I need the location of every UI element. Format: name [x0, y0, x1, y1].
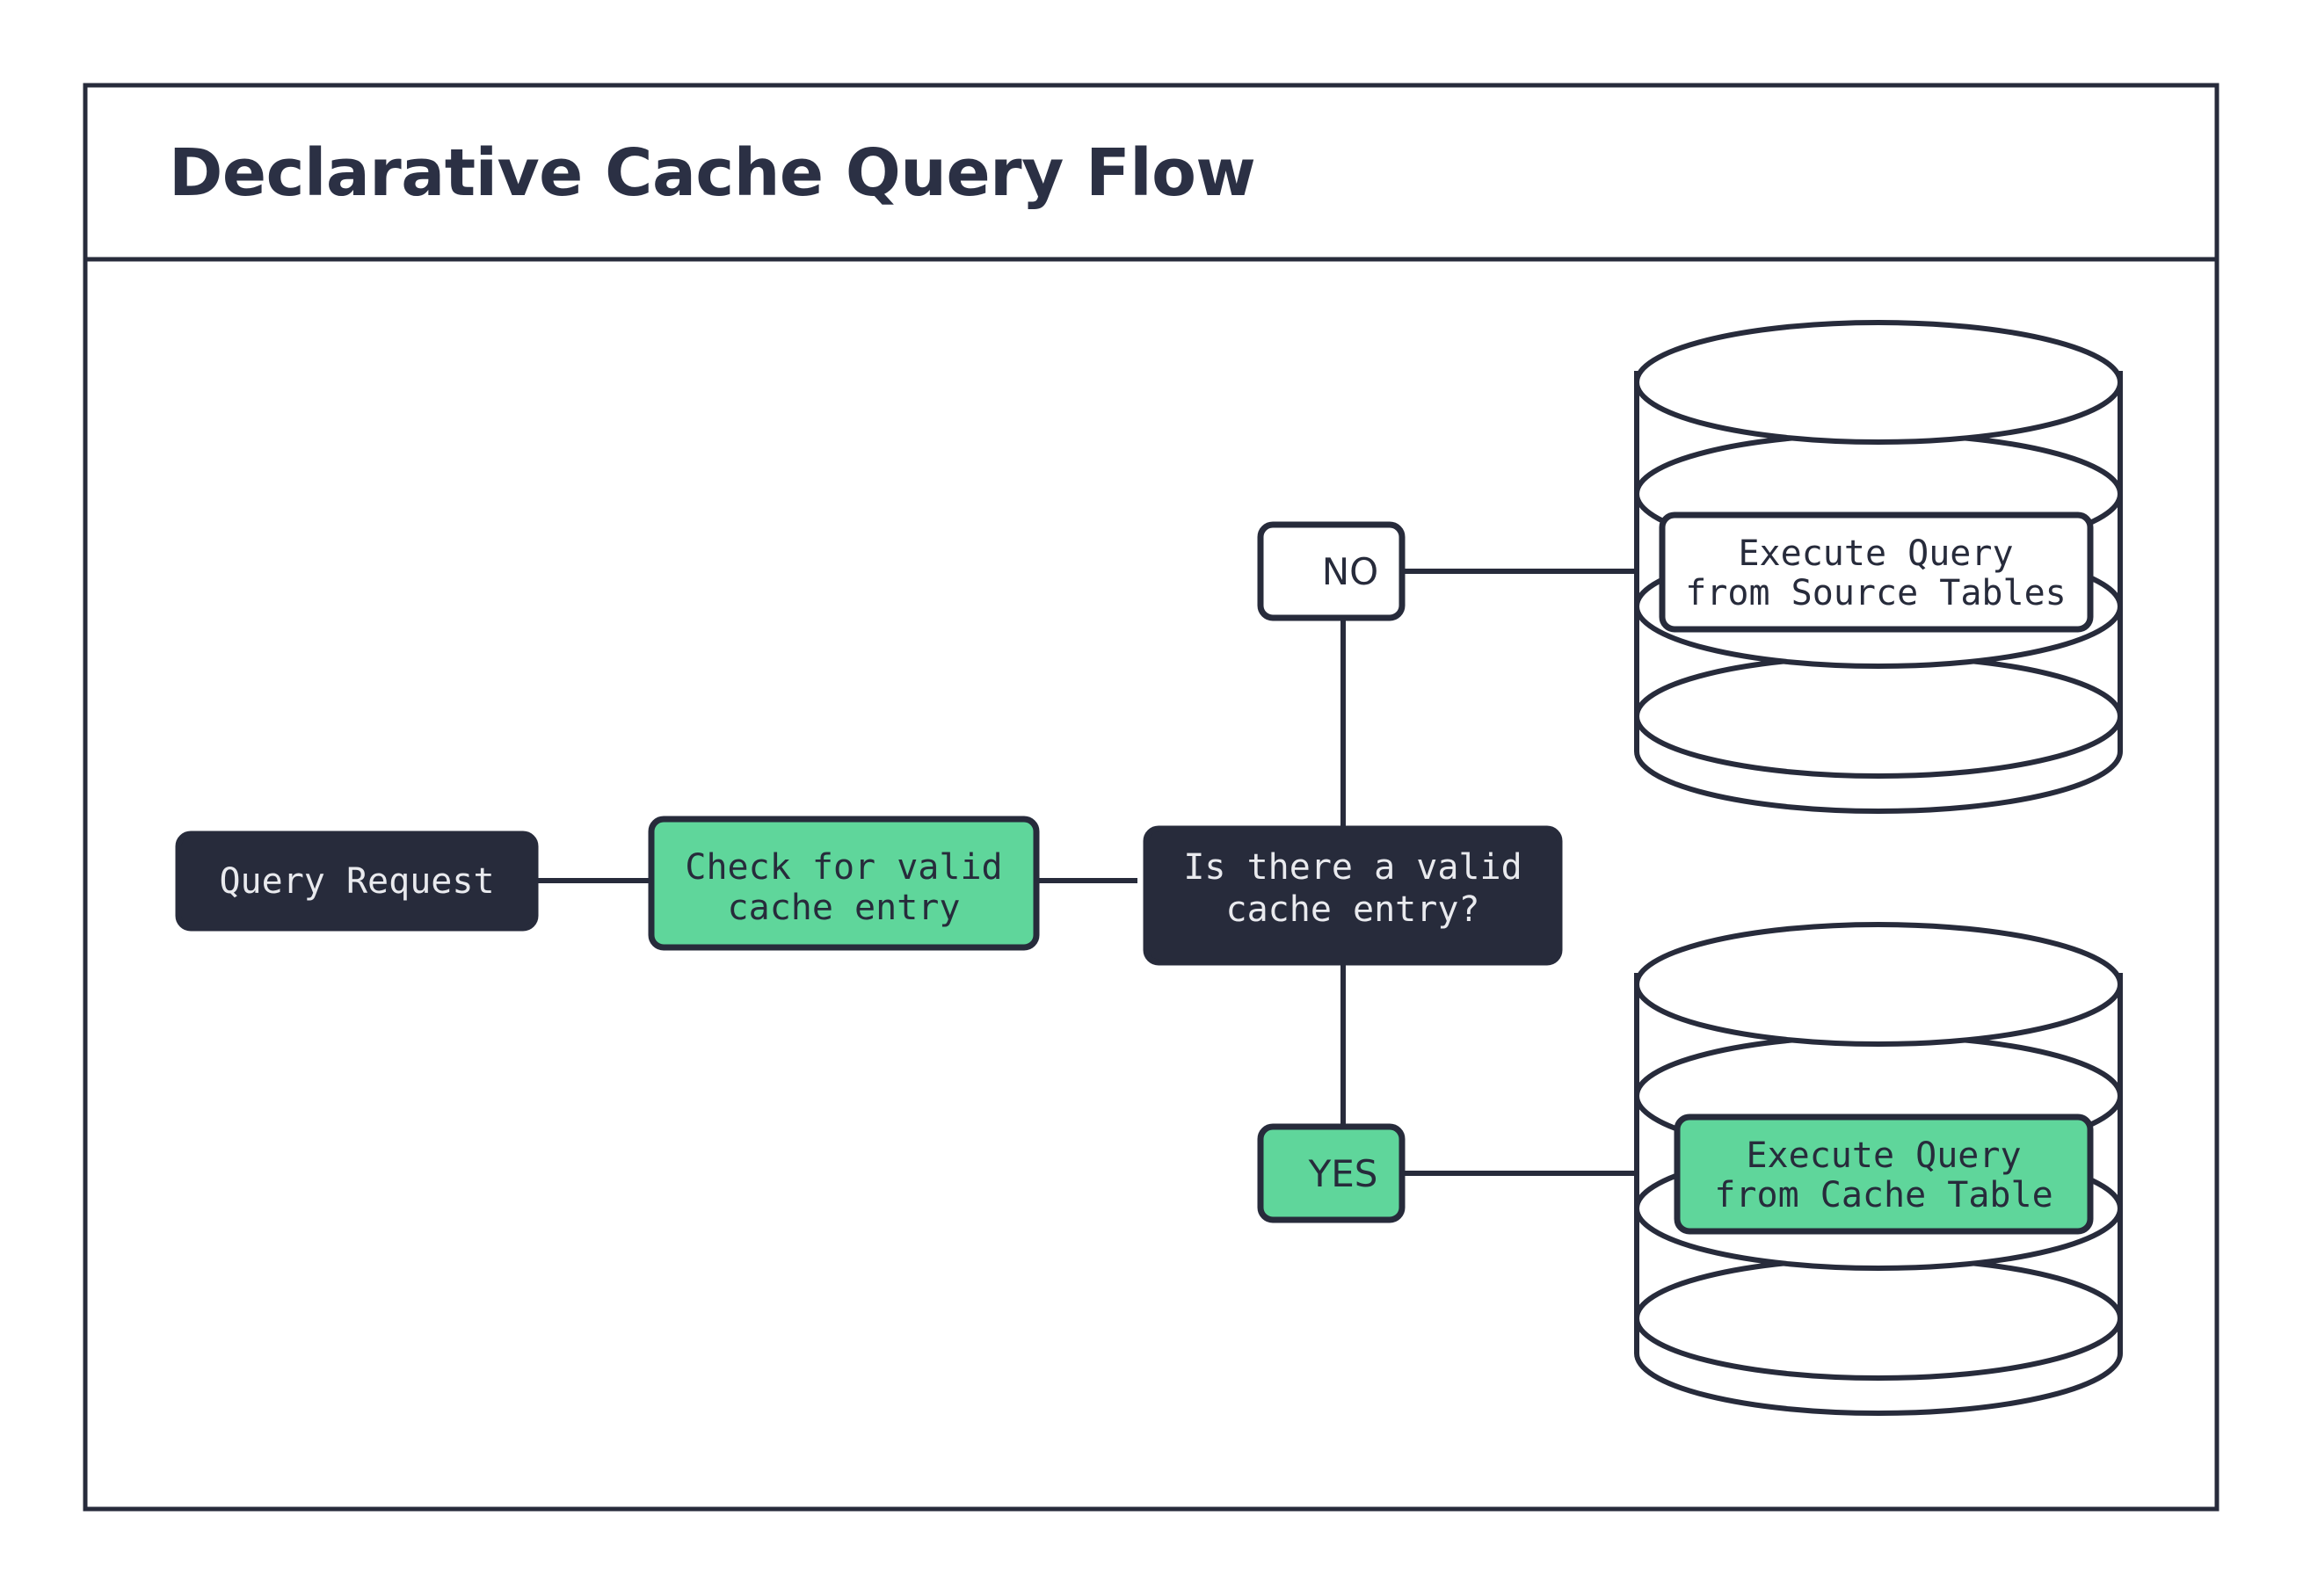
decision-label-line2: cache entry? — [1226, 889, 1480, 930]
check-cache-box[interactable] — [648, 816, 1040, 951]
no-label: NO — [1322, 550, 1378, 593]
decision-box[interactable] — [1143, 825, 1563, 966]
check-cache-label-line1: Check for valid — [685, 847, 1002, 888]
node-check-cache[interactable]: Check for valid cache entry — [648, 816, 1040, 951]
node-query-request[interactable]: Query Request — [175, 831, 539, 932]
branch-label-yes[interactable]: YES — [1257, 1123, 1406, 1223]
branch-label-no[interactable]: NO — [1257, 521, 1406, 621]
yes-label: YES — [1308, 1152, 1378, 1195]
check-cache-label-line2: cache entry — [728, 888, 961, 928]
source-db-disk-4 — [1634, 654, 2123, 779]
query-request-label: Query Request — [219, 861, 494, 902]
query-request-box[interactable] — [175, 831, 539, 932]
source-db-disk-1 — [1634, 320, 2123, 445]
no-box[interactable] — [1257, 521, 1406, 621]
database-cache-table[interactable]: Execute Query from Cache Table — [1634, 922, 2123, 1416]
database-source-tables[interactable]: Execute Query from Source Tables — [1634, 320, 2123, 814]
cache-db-label-line1: Execute Query — [1746, 1135, 2021, 1176]
source-db-label-line2: from Source Tables — [1685, 573, 2066, 613]
cache-db-disk-4 — [1634, 1256, 2123, 1381]
cache-db-label-line2: from Cache Table — [1714, 1175, 2052, 1215]
cache-db-label-box[interactable] — [1674, 1114, 2094, 1235]
page-title: Declarative Cache Query Flow — [169, 135, 1255, 211]
node-decision-valid-cache[interactable]: Is there a valid cache entry? — [1143, 825, 1563, 966]
cache-db-disk-1 — [1634, 922, 2123, 1047]
source-db-label-box[interactable] — [1659, 511, 2094, 633]
source-db-label-line1: Execute Query — [1738, 533, 2013, 574]
diagram-frame — [83, 83, 2219, 1512]
decision-label-line1: Is there a valid — [1183, 847, 1522, 888]
yes-box[interactable] — [1257, 1123, 1406, 1223]
